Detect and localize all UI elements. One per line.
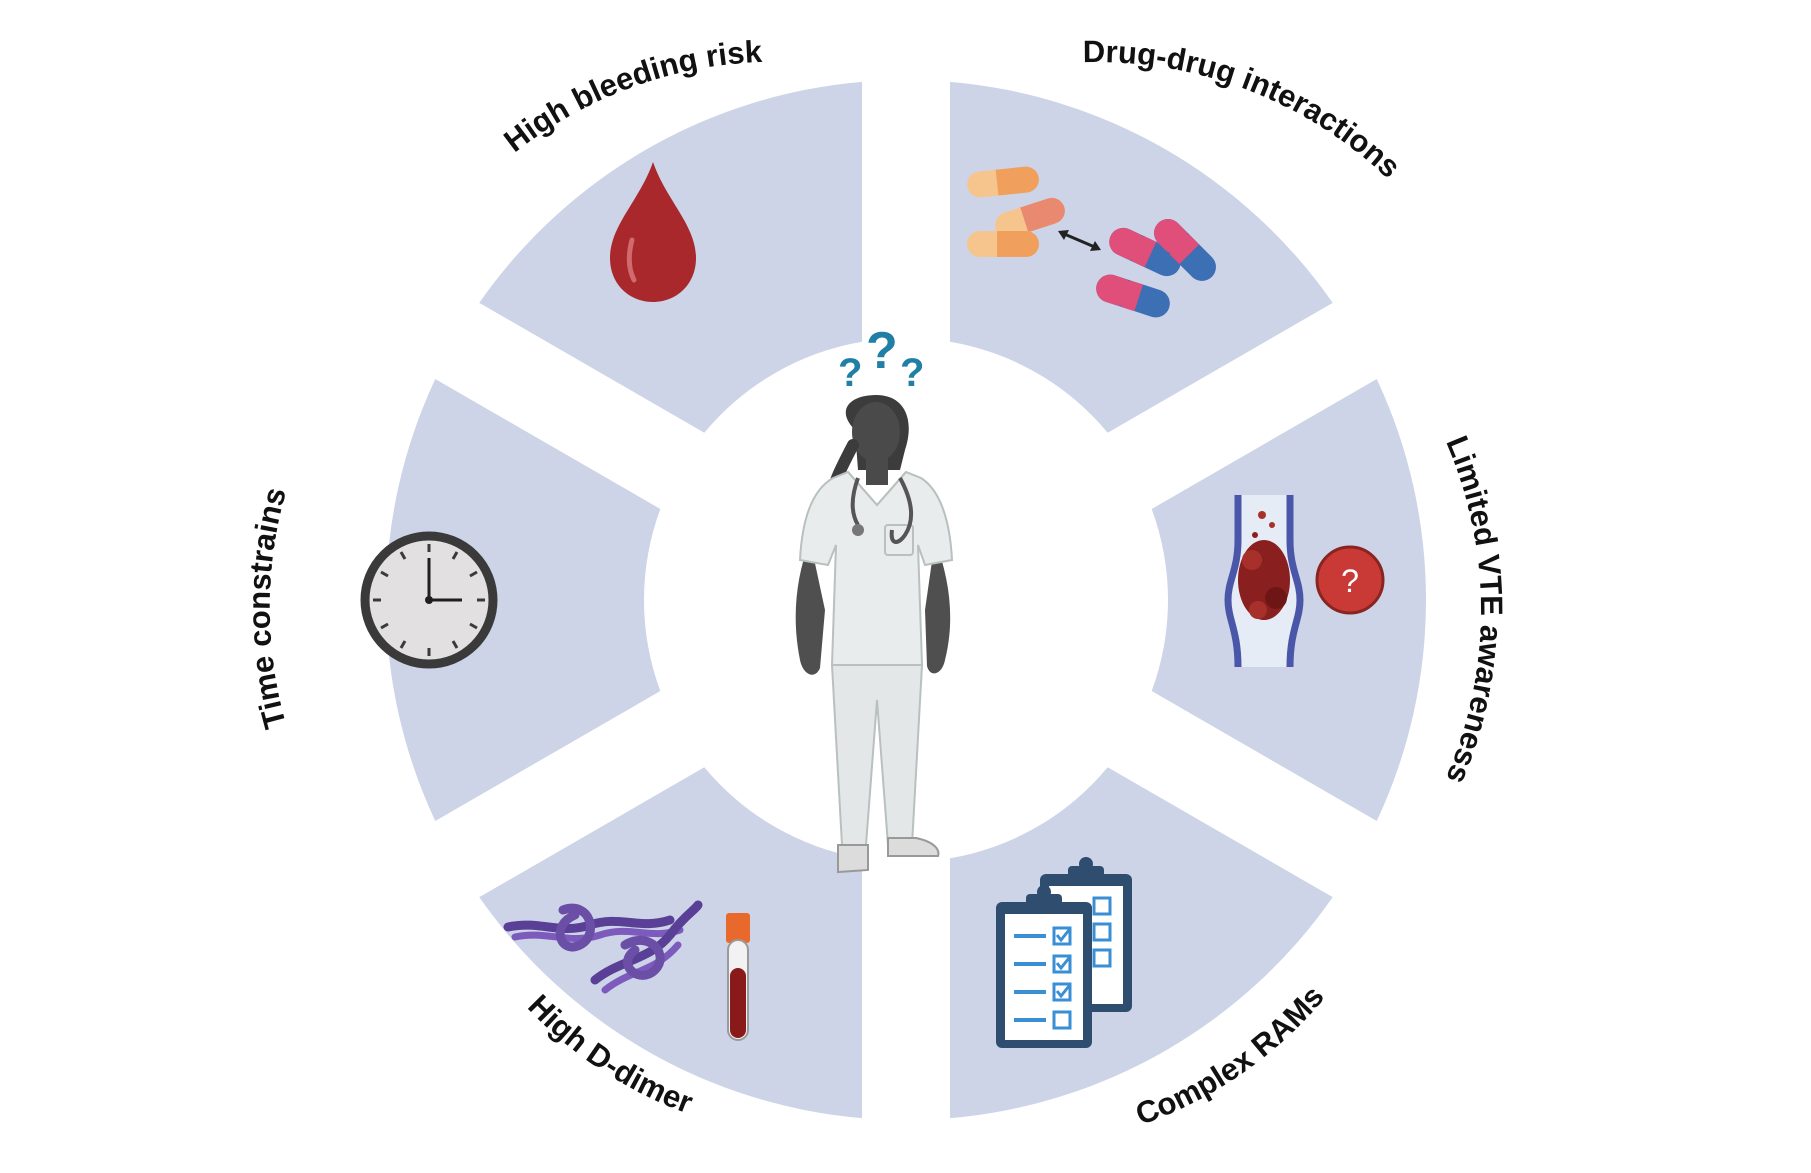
- blood-clot-vessel-icon: [1224, 495, 1304, 668]
- question-mark-middle: ?: [866, 322, 898, 380]
- label-limited-vte-awareness: Limited VTE awareness: [1439, 431, 1509, 789]
- question-mark-right: ?: [900, 351, 924, 395]
- question-mark-left: ?: [838, 351, 862, 395]
- checklist-clipboards-icon: [996, 857, 1132, 1048]
- blood-tube: [726, 913, 750, 1041]
- interaction-arrow-icon: [1058, 230, 1101, 251]
- clock-icon: [360, 531, 498, 669]
- fibrin-strands-and-blood-tube-icon: [503, 900, 750, 1041]
- label-time-constrains: Time constrains: [242, 484, 293, 733]
- segment-time: [479, 767, 862, 1119]
- question-badge-icon: ?: [1315, 545, 1385, 615]
- question-marks: ? ? ?: [838, 322, 924, 395]
- doctor-with-question-marks-icon: ? ? ?: [795, 322, 954, 874]
- segment-bleeding: [386, 379, 661, 821]
- pill-capsules-icon: [967, 166, 1216, 318]
- question-badge-text: ?: [1341, 563, 1359, 599]
- blood-drop-icon: [610, 162, 696, 302]
